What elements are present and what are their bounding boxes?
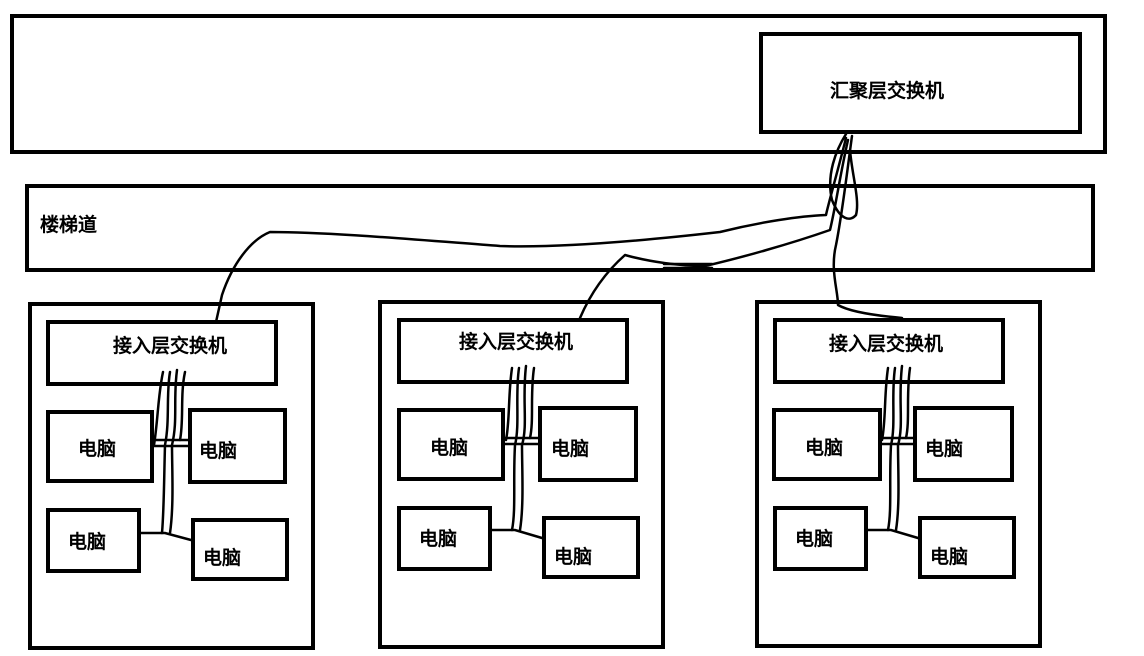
stairwell-area: [25, 184, 1095, 272]
room-2-computer-3: [397, 506, 492, 571]
aggregation-switch-label: 汇聚层交换机: [830, 80, 945, 102]
room-1-computer-4: [191, 518, 289, 581]
room-1-computer-1: [46, 410, 154, 483]
room-1-computer-4-label: 电脑: [203, 547, 242, 569]
room-3-computer-4: [918, 516, 1016, 579]
room-3-computer-1-label: 电脑: [805, 437, 844, 459]
room-2-computer-4-label: 电脑: [554, 546, 593, 568]
room-1-computer-3: [46, 508, 141, 573]
room-2-computer-1: [397, 408, 505, 481]
room-1-computer-2-label: 电脑: [199, 440, 238, 462]
room-2-computer-3-label: 电脑: [419, 528, 458, 550]
room-3-computer-1: [772, 408, 882, 481]
stairwell-label: 楼梯道: [40, 214, 98, 236]
room-3-access-switch-label: 接入层交换机: [829, 333, 944, 355]
room-3-computer-3-label: 电脑: [795, 528, 834, 550]
room-2-access-switch-label: 接入层交换机: [459, 331, 574, 353]
room-2-computer-1-label: 电脑: [430, 437, 469, 459]
room-2-computer-2-label: 电脑: [551, 438, 590, 460]
room-2-computer-4: [542, 516, 640, 579]
room-2-computer-2: [538, 406, 638, 482]
room-3-computer-2-label: 电脑: [925, 438, 964, 460]
room-3-computer-4-label: 电脑: [930, 546, 969, 568]
room-1-computer-2: [188, 408, 287, 484]
aggregation-switch-box: [759, 32, 1082, 134]
room-3-computer-3: [773, 506, 868, 571]
room-1-computer-1-label: 电脑: [78, 438, 117, 460]
room-1-computer-3-label: 电脑: [68, 531, 107, 553]
room-1-access-switch-label: 接入层交换机: [113, 335, 228, 357]
